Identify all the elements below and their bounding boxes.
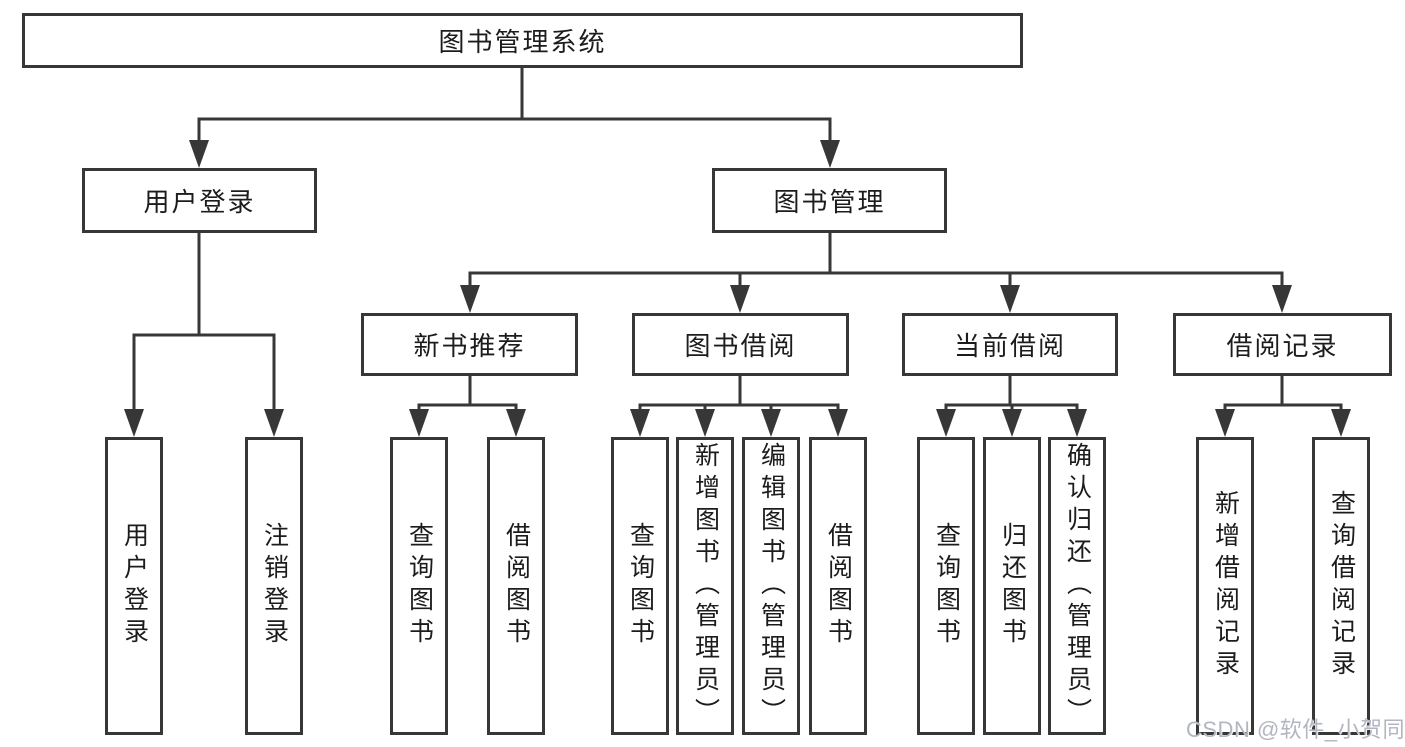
node-current-borrow: 当前借阅 bbox=[902, 313, 1118, 376]
leaf-records-add-record-label: 新增借阅记录 bbox=[1211, 490, 1240, 682]
arrowhead-down-icon bbox=[460, 285, 480, 313]
node-book-management-label: 图书管理 bbox=[773, 187, 886, 217]
leaf-bookborrow-borrow-books-label: 借阅图书 bbox=[824, 522, 853, 650]
leaf-bookborrow-add-books-label: 新增图书（管理员） bbox=[691, 442, 720, 730]
leaf-bookborrow-add-books: 新增图书（管理员） bbox=[676, 437, 734, 735]
csdn-watermark: CSDN @软件_小贺同学 bbox=[1186, 717, 1405, 742]
leaf-user-login: 用户登录 bbox=[105, 437, 163, 735]
arrowhead-down-icon bbox=[506, 409, 526, 437]
leaf-records-add-record: 新增借阅记录 bbox=[1196, 437, 1254, 735]
arrowhead-down-icon bbox=[828, 409, 848, 437]
node-user-login-label: 用户登录 bbox=[143, 187, 256, 217]
node-current-borrow-label: 当前借阅 bbox=[953, 331, 1066, 361]
node-book-borrow: 图书借阅 bbox=[632, 313, 849, 376]
leaf-bookborrow-query-books: 查询图书 bbox=[611, 437, 669, 735]
node-borrow-records-label: 借阅记录 bbox=[1226, 331, 1339, 361]
node-root-label: 图书管理系统 bbox=[438, 27, 607, 57]
node-new-book-recommend: 新书推荐 bbox=[361, 313, 578, 376]
arrowhead-down-icon bbox=[1000, 285, 1020, 313]
arrowhead-down-icon bbox=[1002, 409, 1022, 437]
arrowhead-down-icon bbox=[1067, 409, 1087, 437]
leaf-current-confirm-return-label: 确认归还（管理员） bbox=[1063, 442, 1092, 730]
arrowhead-down-icon bbox=[189, 140, 209, 168]
arrowhead-down-icon bbox=[1331, 409, 1351, 437]
leaf-newbook-query-books-label: 查询图书 bbox=[405, 522, 434, 650]
leaf-records-query-record: 查询借阅记录 bbox=[1312, 437, 1370, 735]
arrowhead-down-icon bbox=[630, 409, 650, 437]
arrowhead-down-icon bbox=[264, 409, 284, 437]
leaf-bookborrow-edit-books: 编辑图书（管理员） bbox=[742, 437, 800, 735]
leaf-newbook-borrow-books-label: 借阅图书 bbox=[502, 522, 531, 650]
leaf-bookborrow-query-books-label: 查询图书 bbox=[626, 522, 655, 650]
arrowhead-down-icon bbox=[695, 409, 715, 437]
leaf-current-query-books: 查询图书 bbox=[917, 437, 975, 735]
node-book-borrow-label: 图书借阅 bbox=[684, 331, 797, 361]
leaf-bookborrow-edit-books-label: 编辑图书（管理员） bbox=[757, 442, 786, 730]
leaf-current-query-books-label: 查询图书 bbox=[932, 522, 961, 650]
node-borrow-records: 借阅记录 bbox=[1173, 313, 1392, 376]
leaf-current-confirm-return: 确认归还（管理员） bbox=[1048, 437, 1106, 735]
arrowhead-down-icon bbox=[936, 409, 956, 437]
leaf-newbook-borrow-books: 借阅图书 bbox=[487, 437, 545, 735]
leaf-current-return-books-label: 归还图书 bbox=[998, 522, 1027, 650]
leaf-logout-label: 注销登录 bbox=[260, 522, 289, 650]
node-book-management: 图书管理 bbox=[712, 168, 947, 233]
node-root: 图书管理系统 bbox=[22, 13, 1023, 68]
leaf-records-query-record-label: 查询借阅记录 bbox=[1327, 490, 1356, 682]
leaf-current-return-books: 归还图书 bbox=[983, 437, 1041, 735]
node-new-book-recommend-label: 新书推荐 bbox=[413, 331, 526, 361]
arrowhead-down-icon bbox=[730, 285, 750, 313]
node-user-login: 用户登录 bbox=[82, 168, 317, 233]
arrowhead-down-icon bbox=[761, 409, 781, 437]
arrowhead-down-icon bbox=[1215, 409, 1235, 437]
arrowhead-down-icon bbox=[1272, 285, 1292, 313]
leaf-newbook-query-books: 查询图书 bbox=[390, 437, 448, 735]
leaf-logout: 注销登录 bbox=[245, 437, 303, 735]
arrowhead-down-icon bbox=[820, 140, 840, 168]
leaf-user-login-label: 用户登录 bbox=[120, 522, 149, 650]
arrowhead-down-icon bbox=[124, 409, 144, 437]
leaf-bookborrow-borrow-books: 借阅图书 bbox=[809, 437, 867, 735]
arrowhead-down-icon bbox=[409, 409, 429, 437]
